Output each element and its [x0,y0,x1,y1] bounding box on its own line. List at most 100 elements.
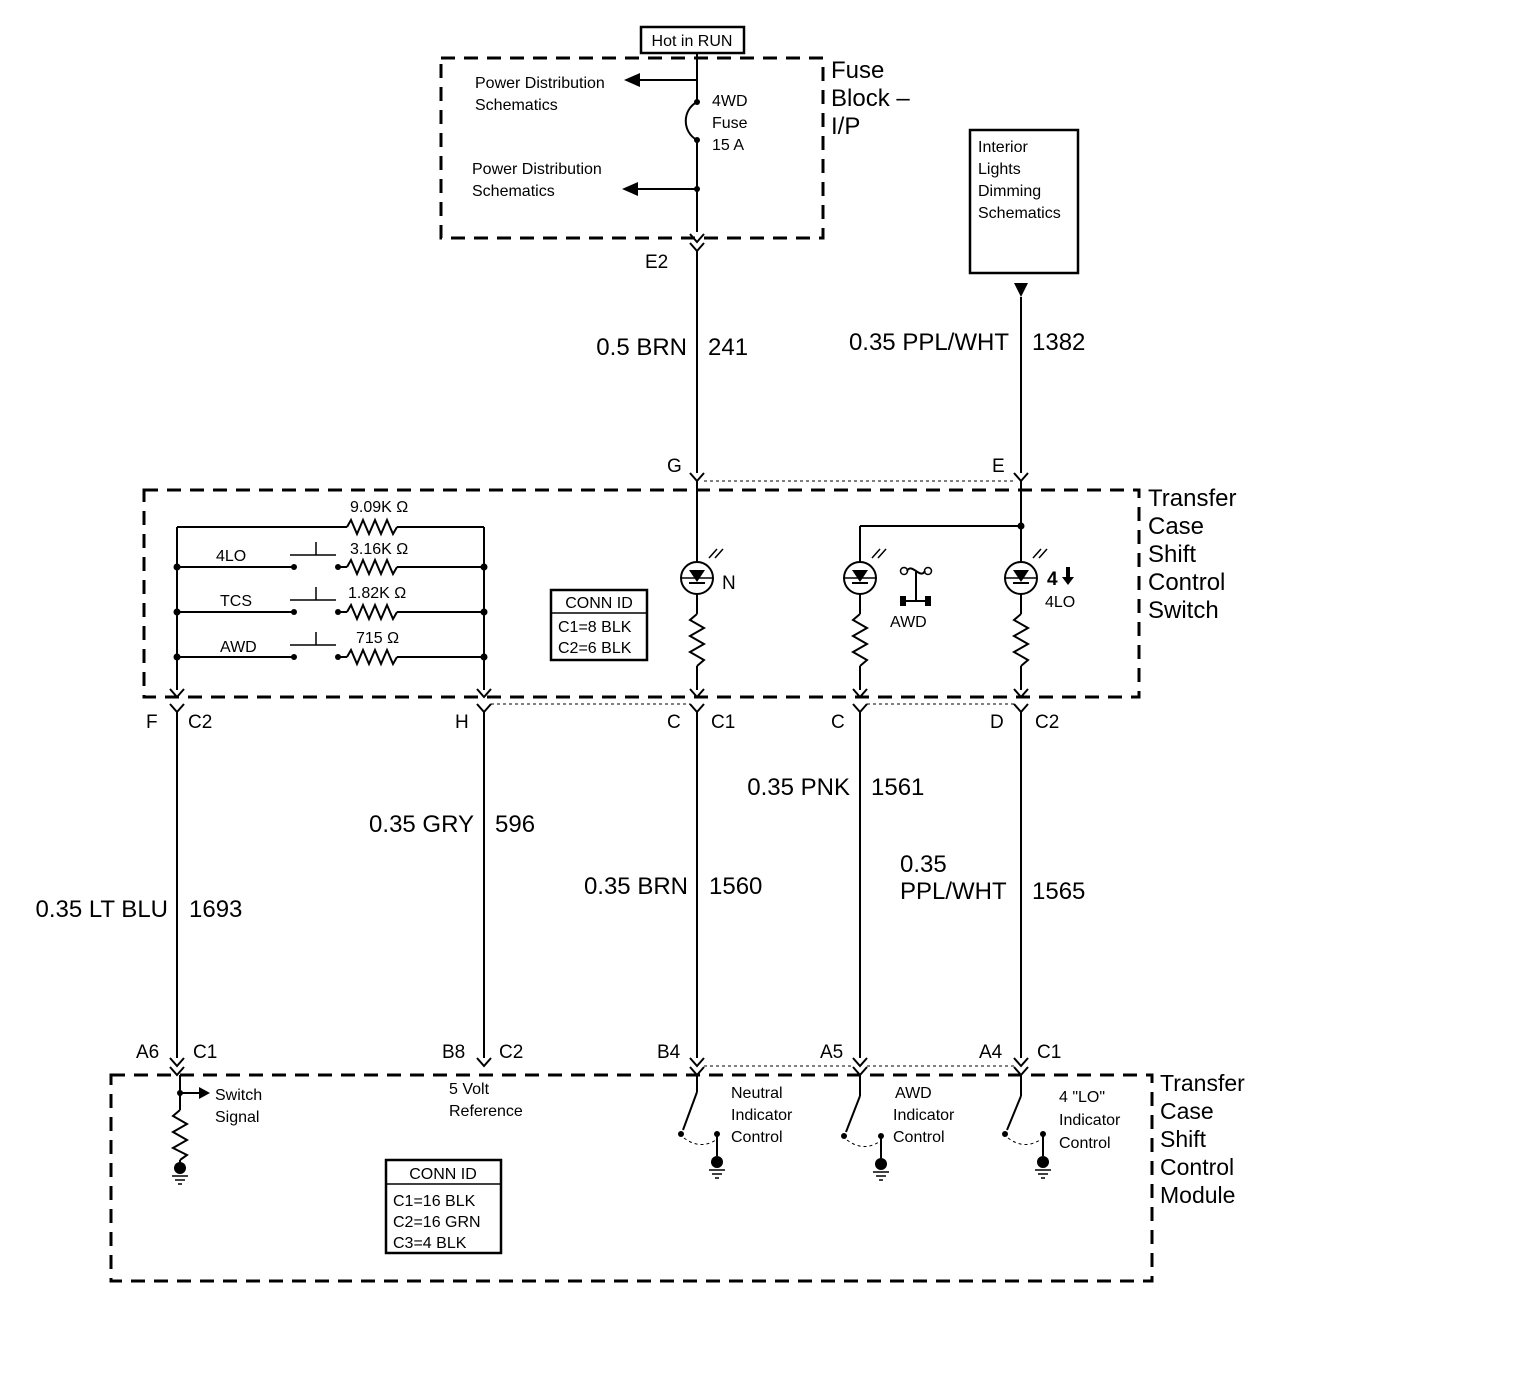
terminal-a4: A4 [979,1042,1003,1063]
neutral-control-line2: Indicator [731,1107,793,1124]
wire-1560-gauge: 0.35 BRN [584,873,688,900]
shift-switch-name-2: Case [1148,513,1204,540]
resistor-9k-label: 9.09K Ω [350,499,408,516]
fuse-block-name-1: Fuse [831,57,884,84]
hot-in-run-box [639,25,746,55]
awd-control-line1: AWD [895,1085,932,1102]
control-module-boundary [109,1073,1154,1283]
wire-1565-circuit: 1565 [1032,878,1085,905]
lo-control-line1: 4 "LO" [1059,1089,1105,1106]
power-dist-1-line1: Power Distribution [475,75,605,92]
terminal-g: G [667,456,682,477]
lo-control-line2: Indicator [1059,1112,1121,1129]
wire-1561-circuit: 1561 [871,774,924,801]
switch-conn-id-title: CONN ID [565,595,633,612]
fuse-label-2: Fuse [712,115,748,132]
power-dist-2-line2: Schematics [472,183,555,200]
resistor-icon [850,613,870,667]
ground-icon [873,1158,889,1181]
terminal-c-awd: C [831,712,845,733]
neutral-control-line1: Neutral [731,1085,783,1102]
terminal-c1-conn: C1 [711,712,735,733]
neutral-control-line3: Control [731,1129,783,1146]
arrow-left-icon [622,182,638,196]
module-conn-id-title: CONN ID [409,1166,477,1183]
five-volt-line2: Reference [449,1103,523,1120]
shift-switch-name-3: Shift [1148,541,1196,568]
lo-control-line3: Control [1059,1135,1111,1152]
terminal-a6-conn: C1 [193,1042,217,1063]
low-side-driver-switch-icon [845,1095,861,1133]
shift-control-switch: Transfer Case Shift Control Switch 9.09K… [142,481,1236,733]
resistor-icon [170,1109,190,1161]
resistor-icon [1011,613,1031,667]
module-conn-id-row2: C2=16 GRN [393,1214,481,1231]
switch-conn-id-table: CONN ID C1=8 BLK C2=6 BLK [549,588,649,662]
wire-1565-gauge-2: PPL/WHT [900,878,1007,905]
terminal-a4-conn: C1 [1037,1042,1061,1063]
wire-241-circuit: 241 [708,334,748,361]
indicator-awd-label: AWD [890,614,927,631]
terminal-h: H [455,712,469,733]
fuse-block-name-3: I/P [831,113,860,140]
awd-control-line2: Indicator [893,1107,955,1124]
switch-signal-line1: Switch [215,1087,262,1104]
connector-chevron-icon [689,233,705,244]
wire-1382-gauge: 0.35 PPL/WHT [849,329,1009,356]
resistor-1k-label: 1.82K Ω [348,585,406,602]
interior-lights-line4: Schematics [978,205,1061,222]
control-module-name-1: Transfer [1160,1070,1245,1096]
shift-switch-name-5: Switch [1148,597,1219,624]
resistor-icon [346,647,398,667]
fuse-label-3: 15 A [712,137,744,154]
wire-1382-circuit: 1382 [1032,329,1085,356]
ground-icon [1035,1156,1051,1179]
wire-1561-gauge: 0.35 PNK [747,774,850,801]
awd-drivetrain-icon [899,566,933,606]
terminal-c1-pin: C [667,712,681,733]
wire-1693-gauge: 0.35 LT BLU [35,896,168,923]
interior-lights-box: Interior Lights Dimming Schematics [968,128,1080,297]
switch-conn-id-row1: C1=8 BLK [558,619,632,636]
terminal-e2: E2 [645,252,668,273]
wire-1693-circuit: 1693 [189,896,242,923]
terminal-b4: B4 [657,1042,681,1063]
switch-signal-line2: Signal [215,1109,259,1126]
arrow-right-icon [199,1087,210,1099]
awd-control-line3: Control [893,1129,945,1146]
shift-switch-name-4: Control [1148,569,1225,596]
resistor-icon [687,613,707,667]
shift-switch-name-1: Transfer [1148,485,1236,512]
switch-conn-id-row2: C2=6 BLK [558,640,632,657]
lower-wires: 0.35 LT BLU 1693 0.35 GRY 596 0.35 BRN 1… [35,712,1085,1058]
terminal-e: E [992,456,1005,477]
terminal-f: F [146,712,158,733]
control-module-name-4: Control [1160,1154,1234,1180]
control-module-name-5: Module [1160,1182,1235,1208]
fuse-block-name-2: Block – [831,85,910,112]
terminal-d: D [990,712,1004,733]
terminal-a5: A5 [820,1042,843,1063]
interior-lights-line1: Interior [978,139,1028,156]
low-side-driver-switch-icon [1006,1095,1022,1131]
fuse-icon [684,101,698,141]
power-dist-2-line1: Power Distribution [472,161,602,178]
terminal-f-conn: C2 [188,712,212,733]
shift-switch-boundary [142,488,1141,699]
wire-1565-gauge-1: 0.35 [900,851,947,878]
interior-lights-line3: Dimming [978,183,1041,200]
terminal-b8-conn: C2 [499,1042,523,1063]
fuse-block-boundary [439,56,825,240]
resistor-icon [346,557,398,577]
ground-icon [709,1156,725,1179]
module-conn-id-table: CONN ID C1=16 BLK C2=16 GRN C3=4 BLK [384,1158,503,1255]
upper-wires: 0.5 BRN 241 0.35 PPL/WHT 1382 G E [596,251,1085,483]
resistor-715-label: 715 Ω [356,630,399,647]
terminal-a6: A6 [136,1042,159,1063]
wire-596-circuit: 596 [495,811,535,838]
five-volt-line1: 5 Volt [449,1081,490,1098]
ground-icon [172,1162,188,1185]
arrow-down-icon [1014,283,1028,297]
resistor-icon [346,602,398,622]
